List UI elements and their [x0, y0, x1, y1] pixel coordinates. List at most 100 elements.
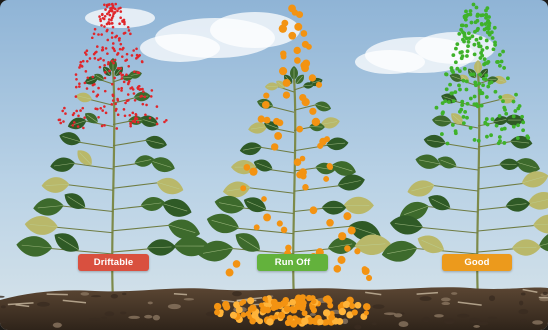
droplet-fine — [117, 7, 120, 10]
droplet-medium — [516, 136, 520, 140]
droplet-fine — [105, 47, 108, 50]
droplet-fine — [124, 114, 127, 117]
droplet-fine — [117, 67, 120, 70]
droplet-medium — [469, 97, 473, 101]
droplet-fine — [104, 71, 107, 74]
droplet-fine — [108, 3, 111, 6]
droplet-medium — [469, 72, 473, 76]
droplet-large — [309, 74, 316, 81]
droplet-puddle — [214, 303, 221, 310]
droplet-fine — [138, 88, 141, 91]
droplet-large — [362, 267, 370, 275]
droplet-medium — [518, 104, 522, 108]
droplet-fine — [103, 105, 106, 108]
droplet-puddle — [349, 303, 355, 309]
droplet-puddle — [339, 308, 346, 315]
droplet-medium — [457, 32, 461, 36]
droplet-fine — [128, 114, 131, 117]
droplet-fine — [119, 48, 122, 51]
droplet-puddle — [214, 310, 220, 316]
droplet-large — [344, 245, 351, 252]
droplet-medium — [455, 67, 459, 71]
soil-clump — [422, 317, 430, 322]
soil-clump — [457, 314, 469, 318]
soil-clump — [354, 325, 361, 330]
droplet-medium — [484, 77, 488, 81]
droplet-puddle — [262, 296, 267, 301]
droplet-fine — [105, 112, 108, 115]
droplet-large — [296, 11, 303, 18]
droplet-medium — [483, 28, 487, 32]
droplet-fine — [120, 87, 123, 90]
droplet-medium — [521, 120, 525, 124]
droplet-large — [296, 171, 303, 178]
droplet-fine — [112, 62, 115, 65]
droplet-puddle — [236, 306, 243, 313]
droplet-fine — [114, 103, 117, 106]
droplet-medium — [475, 38, 479, 42]
droplet-large — [288, 32, 296, 40]
soil-clump — [184, 298, 194, 301]
droplet-fine — [117, 88, 120, 91]
droplet-fine — [99, 66, 102, 69]
droplet-large — [306, 44, 312, 50]
droplet-fine — [132, 49, 135, 52]
droplet-fine — [117, 113, 120, 116]
droplet-fine — [119, 72, 122, 75]
droplet-fine — [103, 25, 106, 28]
droplet-fine — [141, 88, 144, 91]
droplet-medium — [512, 114, 516, 118]
droplet-fine — [59, 119, 62, 122]
droplet-fine — [113, 77, 116, 80]
droplet-large — [261, 196, 267, 202]
droplet-medium — [451, 123, 455, 127]
droplet-fine — [126, 99, 129, 102]
droplet-fine — [136, 117, 139, 120]
droplet-fine — [104, 8, 107, 11]
droplet-medium — [521, 128, 525, 132]
droplet-fine — [119, 43, 122, 46]
droplet-medium — [465, 116, 469, 120]
droplet-fine — [129, 33, 132, 36]
droplet-large — [288, 5, 296, 13]
droplet-fine — [138, 54, 141, 57]
droplet-fine — [106, 52, 109, 55]
droplet-fine — [92, 90, 95, 93]
soil-clump — [53, 322, 62, 327]
droplet-fine — [106, 30, 109, 33]
droplet-fine — [86, 60, 89, 63]
droplet-medium — [498, 95, 502, 99]
droplet-fine — [85, 53, 88, 56]
soil-clump — [443, 318, 455, 324]
droplet-medium — [473, 30, 477, 34]
droplet-medium — [478, 89, 482, 93]
droplet-large — [327, 164, 333, 170]
droplet-medium — [481, 83, 485, 87]
droplet-fine — [113, 49, 116, 52]
droplet-medium — [477, 139, 481, 143]
droplet-puddle — [317, 319, 323, 325]
droplet-fine — [123, 21, 126, 24]
droplet-medium — [460, 103, 464, 107]
droplet-fine — [133, 70, 136, 73]
droplet-medium — [462, 115, 466, 119]
droplet-fine — [103, 64, 106, 67]
droplet-puddle — [260, 306, 267, 313]
droplet-large — [338, 232, 346, 240]
droplet-fine — [123, 32, 126, 35]
droplet-large — [264, 117, 271, 124]
droplet-medium — [463, 67, 467, 71]
droplet-fine — [75, 73, 78, 76]
droplet-fine — [111, 3, 114, 6]
droplet-fine — [59, 122, 62, 125]
droplet-puddle — [289, 306, 295, 312]
droplet-fine — [156, 105, 159, 108]
cloud — [355, 50, 425, 74]
droplet-medium — [486, 85, 490, 89]
soil-clump — [519, 301, 523, 306]
droplet-fine — [111, 83, 114, 86]
soil-clump — [1, 305, 6, 308]
droplet-fine — [104, 77, 107, 80]
droplet-medium — [464, 18, 468, 22]
droplet-medium — [479, 56, 483, 60]
